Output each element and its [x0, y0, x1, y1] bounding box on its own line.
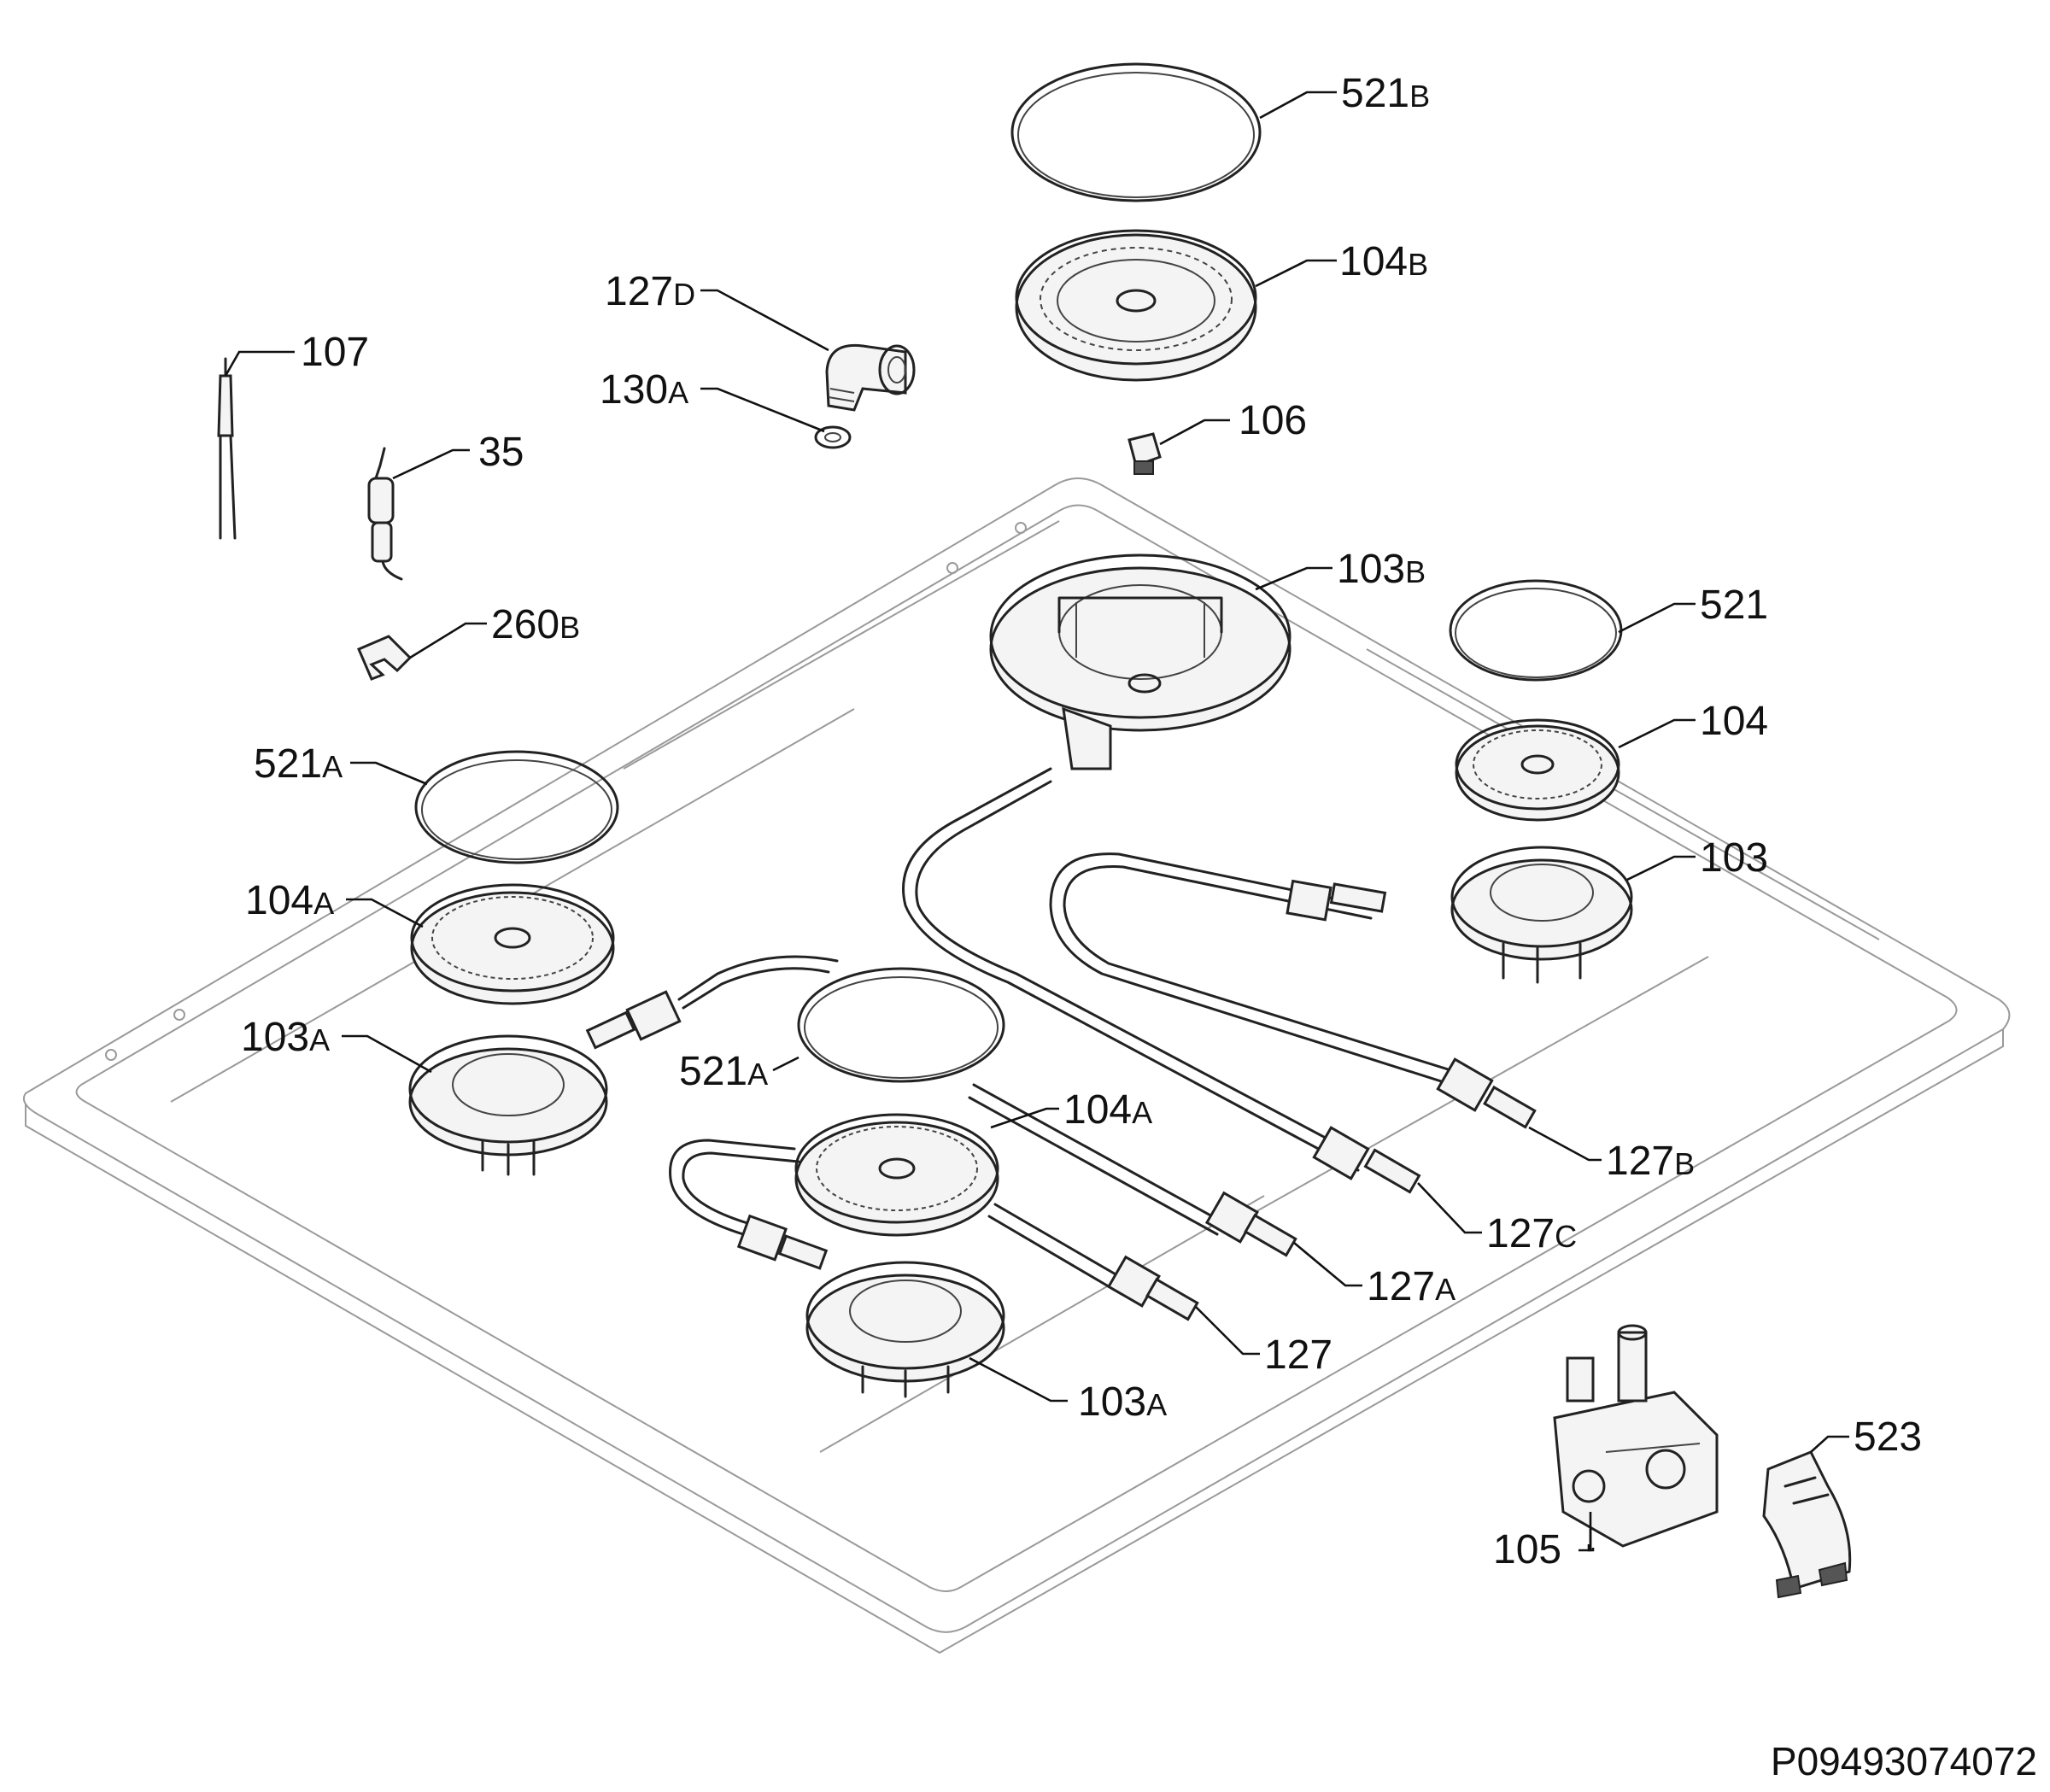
label-103A-middle: 103A — [1078, 1379, 1167, 1425]
label-103B: 103B — [1337, 547, 1426, 592]
label-521: 521 — [1700, 583, 1768, 628]
label-127: 127 — [1264, 1332, 1332, 1378]
diagram-code: P09493074072 — [1771, 1739, 2037, 1783]
part-35-ignition-plug[interactable] — [367, 447, 403, 581]
label-104B: 104B — [1339, 239, 1428, 284]
label-127B: 127B — [1606, 1139, 1695, 1184]
gas-pipe-127[interactable] — [669, 1139, 1199, 1321]
leader-lines — [224, 91, 1849, 1552]
part-521B-burner-cap[interactable] — [1010, 62, 1262, 202]
label-103: 103 — [1700, 835, 1768, 881]
part-260B-clip[interactable] — [357, 635, 413, 681]
label-107: 107 — [301, 330, 369, 375]
part-104A-burner-crown-middle[interactable] — [794, 1113, 999, 1237]
part-127D-elbow[interactable] — [825, 343, 916, 412]
label-105: 105 — [1493, 1527, 1561, 1572]
label-106: 106 — [1239, 398, 1307, 443]
callout-labels: 521B 104B 127D 130A 107 106 35 103B 260B… — [241, 71, 1922, 1572]
label-521B: 521B — [1341, 71, 1430, 116]
label-130A: 130A — [600, 367, 688, 413]
part-106-injector[interactable] — [1128, 432, 1162, 475]
label-127C: 127C — [1486, 1211, 1577, 1256]
leader-105 — [1578, 1512, 1592, 1552]
part-107-thermocouple[interactable] — [217, 357, 237, 540]
gas-pipe-127B[interactable] — [1049, 852, 1537, 1129]
part-103B-burner-base[interactable] — [989, 553, 1292, 770]
part-521A-burner-cap-left[interactable] — [414, 750, 619, 864]
part-104B-burner-crown[interactable] — [1015, 229, 1257, 382]
label-35: 35 — [478, 430, 524, 475]
label-104A-middle: 104A — [1063, 1087, 1152, 1133]
part-130A-washer[interactable] — [814, 425, 852, 449]
gas-pipe-127C[interactable] — [902, 767, 1421, 1194]
part-103-burner-base[interactable] — [1450, 846, 1633, 984]
label-104: 104 — [1700, 699, 1768, 744]
part-521-burner-cap[interactable] — [1449, 579, 1623, 682]
label-260B: 260B — [491, 602, 580, 647]
part-521A-burner-cap-middle[interactable] — [797, 967, 1005, 1083]
part-104-burner-crown[interactable] — [1455, 718, 1620, 822]
part-523-bracket[interactable] — [1762, 1450, 1852, 1599]
part-103A-burner-base-middle[interactable] — [805, 1261, 1005, 1398]
label-104A-left: 104A — [245, 878, 334, 923]
label-103A-left: 103A — [241, 1015, 330, 1060]
label-127D: 127D — [605, 269, 695, 314]
label-523: 523 — [1854, 1414, 1922, 1460]
part-104A-burner-crown-left[interactable] — [410, 883, 615, 1005]
part-103A-burner-base-left[interactable] — [408, 1034, 608, 1176]
label-127A: 127A — [1367, 1264, 1456, 1309]
hob-top-plate — [22, 477, 2011, 1654]
label-521A-middle: 521A — [679, 1049, 768, 1094]
part-105-gas-tap[interactable] — [1553, 1324, 1719, 1548]
label-521A-left: 521A — [254, 741, 343, 787]
